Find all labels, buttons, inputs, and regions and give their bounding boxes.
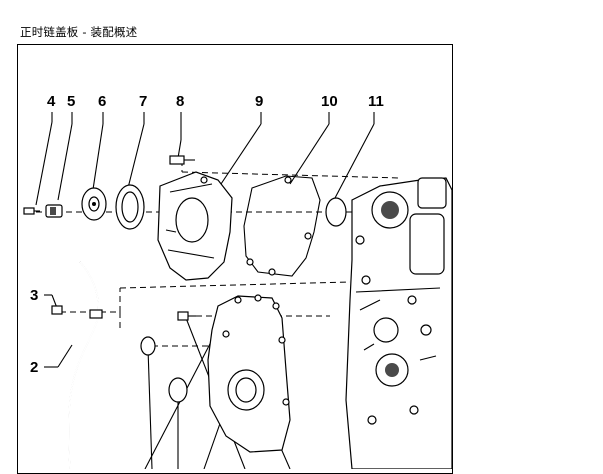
callout-9: 9 [255,93,263,110]
lower-seal [140,336,156,356]
callout-2: 2 [30,359,38,376]
lower-cover-bolt [177,311,196,321]
callout-6: 6 [98,93,106,110]
page-title: 正时链盖板 - 装配概述 [20,25,138,39]
callout-10: 10 [321,93,338,110]
lower-ring [168,377,188,403]
part-7-seal [115,184,145,230]
callout-7: 7 [139,93,147,110]
part-3-screw [51,305,63,315]
callout-3: 3 [30,287,38,304]
part-10-gasket [243,175,321,277]
callout-8: 8 [176,93,184,110]
leader-lines [35,112,375,469]
lower-cover [207,294,291,453]
part-6-hub [81,187,107,221]
callout-5: 5 [67,93,75,110]
part-9-upper-cover [157,171,233,281]
part-8-bolt [169,155,195,165]
part-11-o-ring [325,197,347,227]
part-4-screw [23,207,40,215]
callout-4: 4 [47,93,56,110]
engine-block [345,177,453,469]
callout-11: 11 [368,93,384,110]
part-5-sensor [45,204,63,218]
part-2-hose [67,261,103,469]
